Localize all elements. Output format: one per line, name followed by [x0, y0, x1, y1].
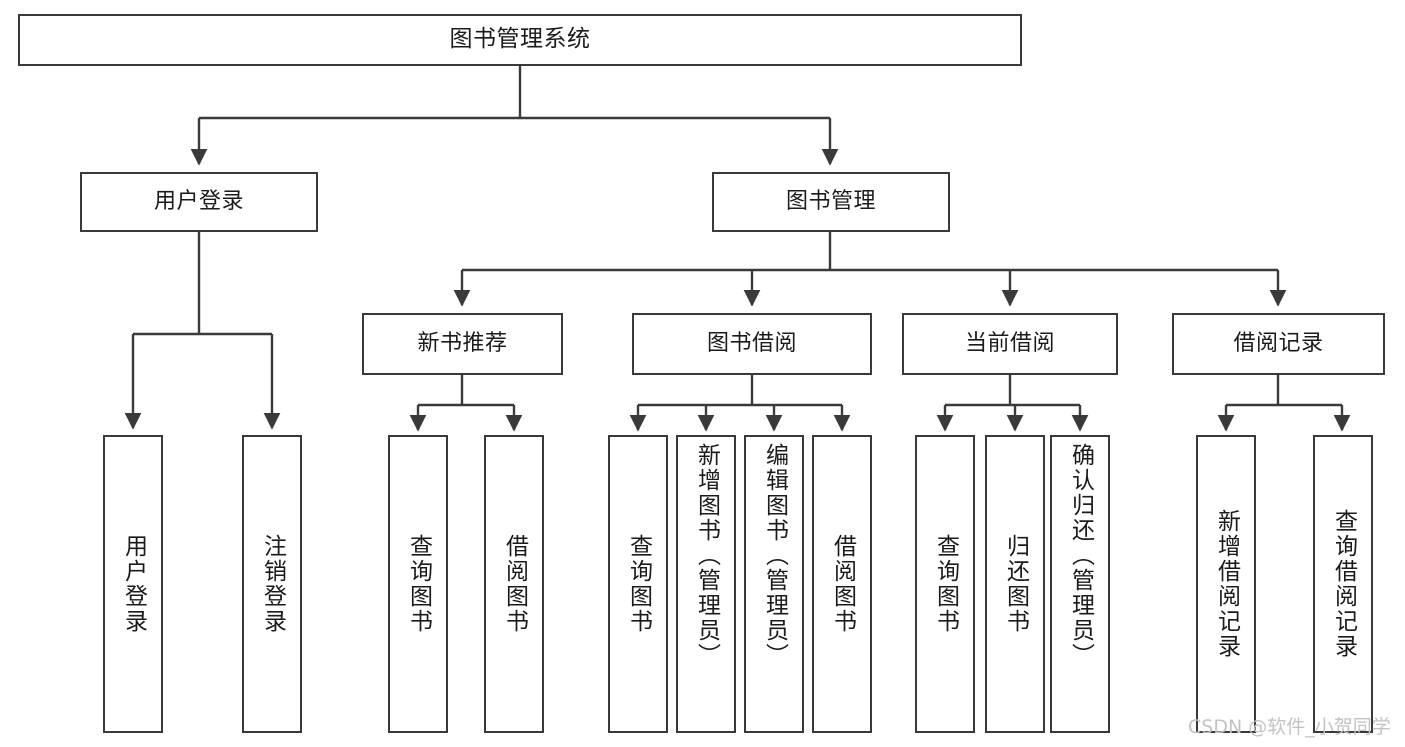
node-current-borrow[interactable]: 当前借阅 [902, 313, 1118, 375]
leaf-records-query-record[interactable]: 查询借阅记录 [1313, 435, 1373, 733]
node-label: 确认归还（管理员） [1067, 443, 1094, 668]
leaf-borrow-edit-book[interactable]: 编辑图书（管理员） [744, 435, 804, 733]
node-book-borrow[interactable]: 图书借阅 [632, 313, 872, 375]
node-new-book-recommend[interactable]: 新书推荐 [362, 313, 563, 375]
node-label: 查询借阅记录 [1330, 509, 1357, 659]
node-label: 新书推荐 [417, 330, 508, 356]
node-user-login[interactable]: 用户登录 [80, 172, 318, 232]
node-label: 借阅记录 [1233, 330, 1324, 356]
node-label: 归还图书 [1002, 534, 1029, 634]
leaf-borrow-add-book[interactable]: 新增图书（管理员） [676, 435, 736, 733]
node-label: 新增图书（管理员） [693, 443, 720, 668]
node-label: 图书借阅 [706, 330, 797, 356]
node-label: 查询图书 [405, 534, 432, 634]
csdn-watermark: CSDN @软件_小贺同学 [1188, 716, 1391, 738]
node-book-management[interactable]: 图书管理 [712, 172, 950, 232]
leaf-current-confirm-return[interactable]: 确认归还（管理员） [1050, 435, 1110, 733]
node-label: 图书管理系统 [449, 26, 591, 53]
node-label: 新增借阅记录 [1213, 509, 1240, 659]
node-label: 借阅图书 [829, 534, 856, 634]
node-label: 用户登录 [153, 188, 244, 214]
node-root-system[interactable]: 图书管理系统 [18, 14, 1022, 66]
leaf-records-add-record[interactable]: 新增借阅记录 [1196, 435, 1256, 733]
leaf-borrow-query-book[interactable]: 查询图书 [608, 435, 668, 733]
node-label: 注销登录 [259, 534, 286, 634]
leaf-recommend-query-book[interactable]: 查询图书 [388, 435, 448, 733]
node-label: 查询图书 [932, 534, 959, 634]
leaf-current-return-book[interactable]: 归还图书 [985, 435, 1045, 733]
leaf-current-query-book[interactable]: 查询图书 [915, 435, 975, 733]
node-borrow-records[interactable]: 借阅记录 [1172, 313, 1385, 375]
node-label: 借阅图书 [501, 534, 528, 634]
leaf-recommend-borrow-book[interactable]: 借阅图书 [484, 435, 544, 733]
node-label: 查询图书 [625, 534, 652, 634]
node-label: 当前借阅 [964, 330, 1055, 356]
node-label: 用户登录 [120, 534, 147, 634]
leaf-user-login-logout[interactable]: 注销登录 [242, 435, 302, 733]
node-label: 编辑图书（管理员） [761, 443, 788, 668]
node-label: 图书管理 [785, 188, 876, 214]
leaf-user-login-login[interactable]: 用户登录 [103, 435, 163, 733]
leaf-borrow-borrow-book[interactable]: 借阅图书 [812, 435, 872, 733]
